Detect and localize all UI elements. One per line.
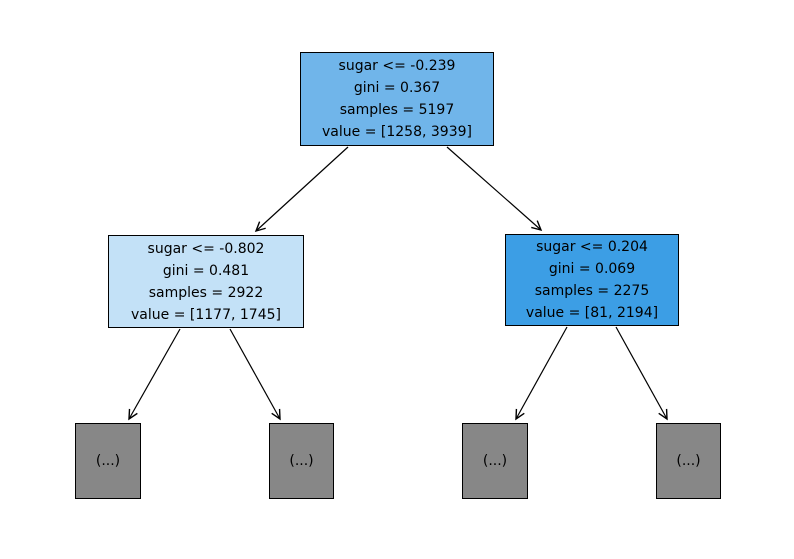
node-split-rule: sugar <= -0.802	[147, 240, 265, 257]
node-value: value = [1258, 3939]	[322, 124, 472, 140]
tree-leaf-truncated-3: (...)	[462, 423, 528, 499]
tree-node-right-child: sugar <= 0.204 gini = 0.069 samples = 22…	[505, 234, 679, 326]
node-gini: gini = 0.481	[162, 262, 250, 279]
node-gini: gini = 0.367	[353, 80, 441, 96]
tree-node-root: sugar <= -0.239 gini = 0.367 samples = 5…	[300, 52, 494, 146]
edge-right-child-to-leaf-3	[515, 326, 568, 421]
edge-root-to-left-child	[254, 146, 349, 233]
node-samples: samples = 2275	[534, 283, 650, 299]
edge-left-child-to-leaf-1	[128, 328, 181, 421]
node-split-rule: sugar <= 0.204	[536, 239, 648, 255]
edge-root-to-right-child	[446, 146, 543, 232]
tree-leaf-truncated-2: (...)	[269, 423, 334, 499]
leaf-label: (...)	[676, 453, 701, 469]
node-samples: samples = 2922	[148, 284, 264, 301]
leaf-label: (...)	[482, 453, 508, 469]
tree-leaf-truncated-4: (...)	[656, 423, 721, 499]
tree-leaf-truncated-1: (...)	[75, 423, 141, 499]
node-samples: samples = 5197	[339, 102, 455, 118]
node-value: value = [1177, 1745]	[131, 306, 281, 323]
node-split-rule: sugar <= -0.239	[338, 58, 456, 74]
node-value: value = [81, 2194]	[525, 305, 659, 321]
edge-left-child-to-leaf-2	[229, 328, 281, 421]
edge-right-child-to-leaf-4	[615, 326, 668, 421]
tree-node-left-child: sugar <= -0.802 gini = 0.481 samples = 2…	[108, 235, 304, 328]
node-gini: gini = 0.069	[548, 261, 636, 277]
leaf-label: (...)	[95, 453, 121, 469]
leaf-label: (...)	[289, 453, 314, 469]
